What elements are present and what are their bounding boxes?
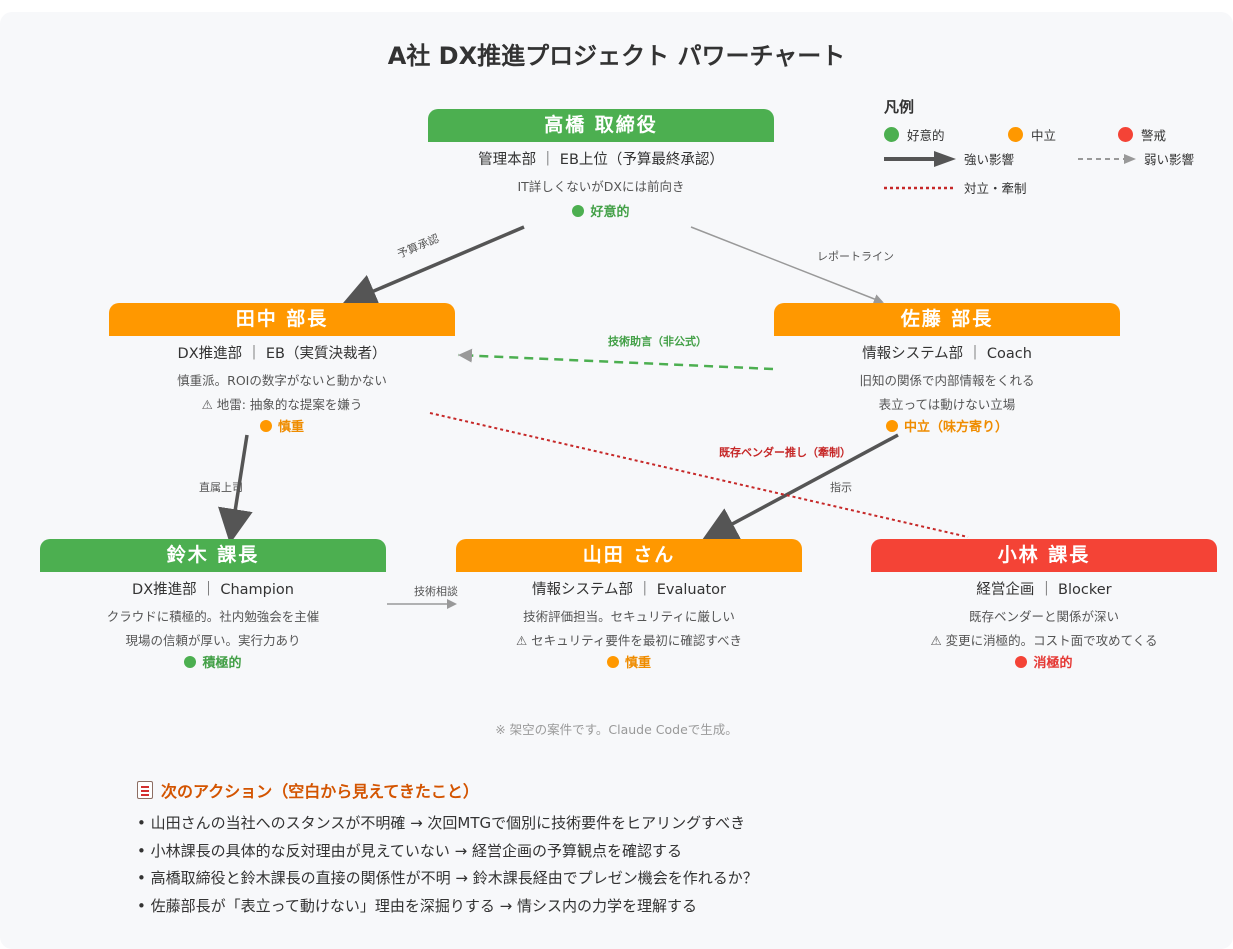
edge-report bbox=[690, 226, 884, 304]
orange-dot-icon bbox=[1008, 127, 1023, 142]
stance-dot-icon bbox=[1015, 655, 1028, 668]
node-sato[interactable]: 佐藤 部長 情報システム部 ｜ Coach 旧知の関係で内部情報をくれる 表立っ… bbox=[774, 303, 1120, 435]
stance-label: 慎重 bbox=[277, 420, 304, 435]
edge-budget bbox=[341, 225, 525, 308]
node-name: 田中 部長 bbox=[109, 303, 455, 336]
red-dot-icon bbox=[1118, 127, 1133, 142]
node-desc: 旧知の関係で内部情報をくれる bbox=[859, 373, 1035, 388]
next-actions-heading: 次のアクション（空白から見えてきたこと） bbox=[137, 778, 1037, 802]
legend: 凡例 好意的 中立 警戒 強い影響 弱い影響 対立・牽制 bbox=[884, 96, 1224, 196]
node-warning: ⚠ セキュリティ要件を最初に確認すべき bbox=[515, 633, 743, 648]
node-name: 山田 さん bbox=[456, 539, 802, 572]
legend-caution: 警戒 bbox=[1118, 125, 1166, 144]
edge-label-report: レポートライン bbox=[817, 250, 894, 263]
legend-label: 好意的 bbox=[907, 128, 945, 143]
node-role: 経営企画 ｜ Blocker bbox=[976, 582, 1112, 598]
node-desc: IT詳しくないがDXには前向き bbox=[517, 179, 685, 194]
list-item: • 山田さんの当社へのスタンスが不明確 → 次回MTGで個別に技術要件をヒアリン… bbox=[137, 814, 746, 832]
node-tanaka[interactable]: 田中 部長 DX推進部 ｜ EB（実質決裁者） 慎重派。ROIの数字がないと動か… bbox=[109, 303, 455, 435]
edge-label-consult: 技術相談 bbox=[414, 585, 458, 598]
node-name: 鈴木 課長 bbox=[40, 539, 386, 572]
list-item: • 高橋取締役と鈴木課長の直接の関係性が不明 → 鈴木課長経由でプレゼン機会を作… bbox=[137, 869, 758, 887]
node-role: 情報システム部 ｜ Coach bbox=[862, 346, 1032, 362]
heading-label: 次のアクション（空白から見えてきたこと） bbox=[161, 782, 479, 801]
node-role: DX推進部 ｜ EB（実質決裁者） bbox=[177, 346, 387, 362]
node-yamada[interactable]: 山田 さん 情報システム部 ｜ Evaluator 技術評価担当。セキュリティに… bbox=[456, 539, 802, 671]
node-stance: 消極的 bbox=[871, 652, 1217, 671]
canvas-panel bbox=[0, 12, 1233, 949]
stance-label: 消極的 bbox=[1033, 656, 1073, 671]
node-warning: ⚠ 地雷: 抽象的な提案を嫌う bbox=[201, 397, 363, 412]
chart-title: A社 DX推進プロジェクト パワーチャート bbox=[387, 42, 846, 70]
node-desc-2: 現場の信頼が厚い。実行力あり bbox=[125, 633, 301, 648]
stance-label: 中立（味方寄り） bbox=[903, 420, 1008, 435]
node-desc: 既存ベンダーと関係が深い bbox=[968, 609, 1119, 624]
stance-dot-icon bbox=[885, 419, 898, 432]
list-item: • 佐藤部長が「表立って動けない」理由を深掘りする → 情シス内の力学を理解する bbox=[137, 896, 697, 915]
edge-advice bbox=[457, 348, 774, 371]
node-role: 管理本部 ｜ EB上位（予算最終承認） bbox=[478, 152, 724, 168]
legend-label: 対立・牽制 bbox=[964, 181, 1027, 196]
edge-direct bbox=[218, 434, 253, 544]
conflict-line-icon bbox=[884, 186, 956, 189]
node-desc: 慎重派。ROIの数字がないと動かない bbox=[177, 373, 387, 388]
node-kobayashi[interactable]: 小林 課長 経営企画 ｜ Blocker 既存ベンダーと関係が深い ⚠ 変更に消… bbox=[871, 539, 1217, 671]
edge-label-direct: 直属上司 bbox=[199, 481, 243, 494]
legend-label: 中立 bbox=[1031, 128, 1057, 143]
stance-dot-icon bbox=[572, 204, 585, 217]
stance-dot-icon bbox=[259, 419, 272, 432]
edge-label-vendor: 既存ベンダー推し（牽制） bbox=[719, 446, 851, 459]
footnote: ※ 架空の案件です。Claude Codeで生成。 bbox=[495, 722, 738, 737]
node-name: 高橋 取締役 bbox=[428, 109, 774, 142]
legend-title: 凡例 bbox=[884, 98, 915, 116]
list-item: • 小林課長の具体的な反対理由が見えていない → 経営企画の予算観点を確認する bbox=[137, 841, 682, 860]
stance-label: 積極的 bbox=[202, 656, 242, 671]
node-name: 佐藤 部長 bbox=[774, 303, 1120, 336]
legend-conflict: 対立・牽制 bbox=[884, 178, 1027, 197]
green-dot-icon bbox=[884, 127, 899, 142]
clipboard-icon bbox=[137, 781, 153, 799]
node-stance: 好意的 bbox=[428, 201, 774, 220]
node-stance: 中立（味方寄り） bbox=[774, 416, 1120, 435]
node-stance: 積極的 bbox=[40, 652, 386, 671]
node-role: 情報システム部 ｜ Evaluator bbox=[531, 582, 727, 598]
legend-label: 弱い影響 bbox=[1144, 152, 1195, 167]
legend-label: 警戒 bbox=[1141, 128, 1167, 143]
stance-dot-icon bbox=[184, 655, 197, 668]
legend-favorable: 好意的 bbox=[884, 125, 945, 144]
next-actions: 次のアクション（空白から見えてきたこと） • 山田さんの当社へのスタンスが不明確… bbox=[137, 778, 1037, 920]
node-name: 小林 課長 bbox=[871, 539, 1217, 572]
weak-arrow-icon bbox=[1078, 153, 1136, 164]
node-desc: 技術評価担当。セキュリティに厳しい bbox=[523, 609, 735, 624]
node-takahashi[interactable]: 高橋 取締役 管理本部 ｜ EB上位（予算最終承認） IT詳しくないがDXには前… bbox=[428, 109, 774, 220]
legend-weak: 弱い影響 bbox=[1078, 149, 1194, 168]
stance-label: 好意的 bbox=[590, 205, 630, 220]
node-suzuki[interactable]: 鈴木 課長 DX推進部 ｜ Champion クラウドに積極的。社内勉強会を主催… bbox=[40, 539, 386, 671]
node-role: DX推進部 ｜ Champion bbox=[132, 582, 294, 598]
legend-neutral: 中立 bbox=[1008, 125, 1056, 144]
node-warning: ⚠ 変更に消極的。コスト面で攻めてくる bbox=[930, 633, 1158, 648]
legend-label: 強い影響 bbox=[964, 152, 1015, 167]
edge-instruct bbox=[701, 433, 899, 541]
stance-dot-icon bbox=[606, 655, 619, 668]
node-stance: 慎重 bbox=[456, 652, 802, 671]
edge-label-advice: 技術助言（非公式） bbox=[608, 335, 707, 348]
legend-strong: 強い影響 bbox=[884, 149, 1014, 168]
edge-vendor bbox=[429, 412, 969, 538]
node-desc-2: 表立っては動けない立場 bbox=[878, 397, 1016, 412]
node-stance: 慎重 bbox=[109, 416, 455, 435]
edge-label-instruct: 指示 bbox=[830, 481, 852, 494]
strong-arrow-icon bbox=[884, 150, 956, 167]
stance-label: 慎重 bbox=[624, 656, 651, 671]
node-desc: クラウドに積極的。社内勉強会を主催 bbox=[106, 609, 320, 624]
